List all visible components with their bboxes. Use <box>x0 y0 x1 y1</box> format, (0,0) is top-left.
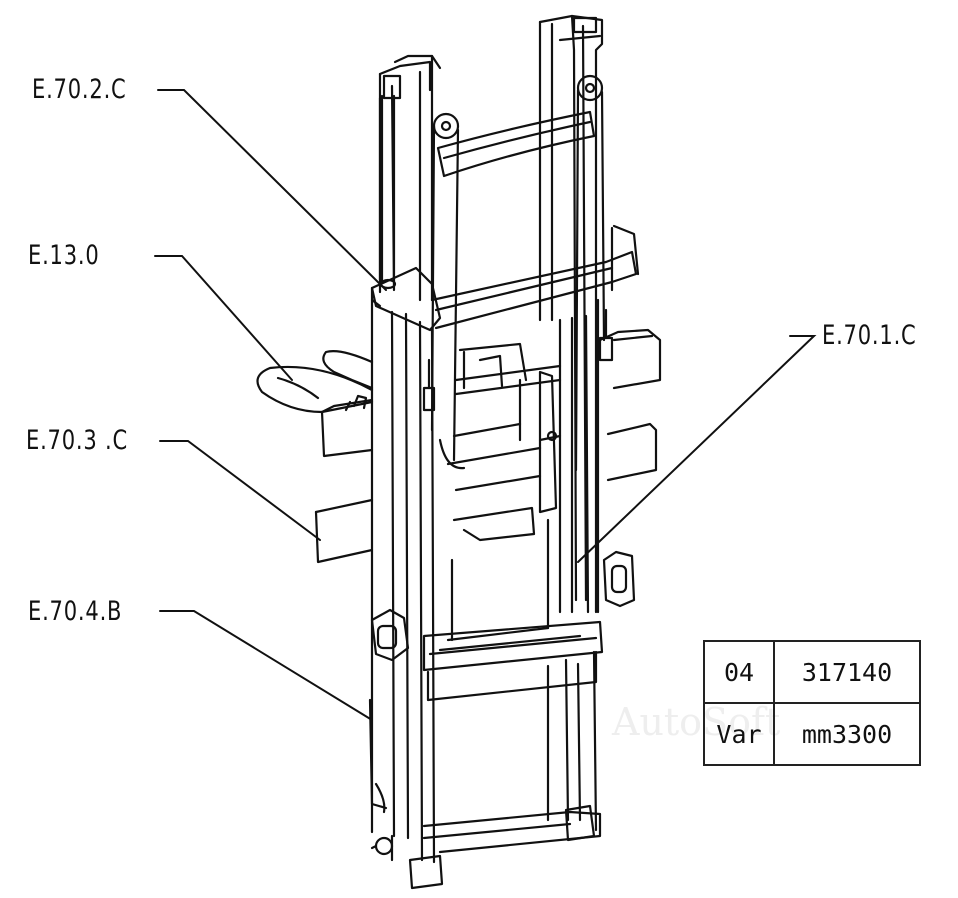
info-part-number: 317140 <box>773 640 921 704</box>
callout-e7030c: E.70.3 .C <box>26 425 129 456</box>
callout-e7020c: E.70.2.C <box>32 74 127 105</box>
info-row-2: Var mm3300 <box>703 702 921 766</box>
leader-e7010c <box>577 335 817 563</box>
info-var-value: mm3300 <box>773 702 921 766</box>
mast-base <box>368 698 602 890</box>
leader-e7020c <box>157 89 387 291</box>
info-var-label: Var <box>703 702 775 766</box>
lift-cylinder <box>379 94 397 290</box>
info-row-1: 04 317140 <box>703 640 921 704</box>
forks <box>256 350 374 414</box>
chain-anchors <box>422 308 614 470</box>
upper-crossbar <box>370 224 640 332</box>
info-code: 04 <box>703 640 775 704</box>
top-crossbar <box>436 110 596 178</box>
inner-mast-left-upright <box>378 54 442 302</box>
mid-crossbar <box>446 518 550 642</box>
leader-e7030c <box>159 440 321 541</box>
callout-e7040b: E.70.4.B <box>28 596 123 627</box>
info-table: 04 317140 Var mm3300 <box>703 640 921 766</box>
callout-e130: E.13.0 <box>28 240 100 271</box>
fork-carriage <box>314 328 662 564</box>
callout-e7010c: E.70.1.C <box>822 320 917 351</box>
leader-e130 <box>154 255 293 381</box>
front-right-channel <box>546 298 600 832</box>
leader-e7040b <box>159 610 373 721</box>
leader-lines <box>154 89 817 721</box>
side-rollers <box>370 550 636 662</box>
front-left-channel <box>370 298 436 864</box>
chain-pulleys <box>430 74 606 472</box>
lower-crossbar <box>422 620 604 702</box>
